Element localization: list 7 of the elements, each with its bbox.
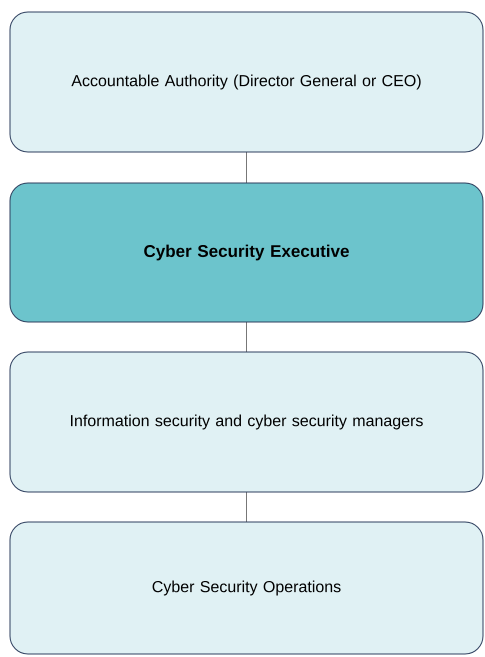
process-box: Cyber Security Executive [10,182,484,322]
process-box: Information security and cyber security managers [10,352,484,492]
connector-line [246,152,247,183]
process-box: Accountable Authority (Director General or CEO) [10,12,484,152]
connector-line [246,492,247,522]
process-box: Cyber Security Operations [10,522,484,654]
connector-line [246,322,247,352]
